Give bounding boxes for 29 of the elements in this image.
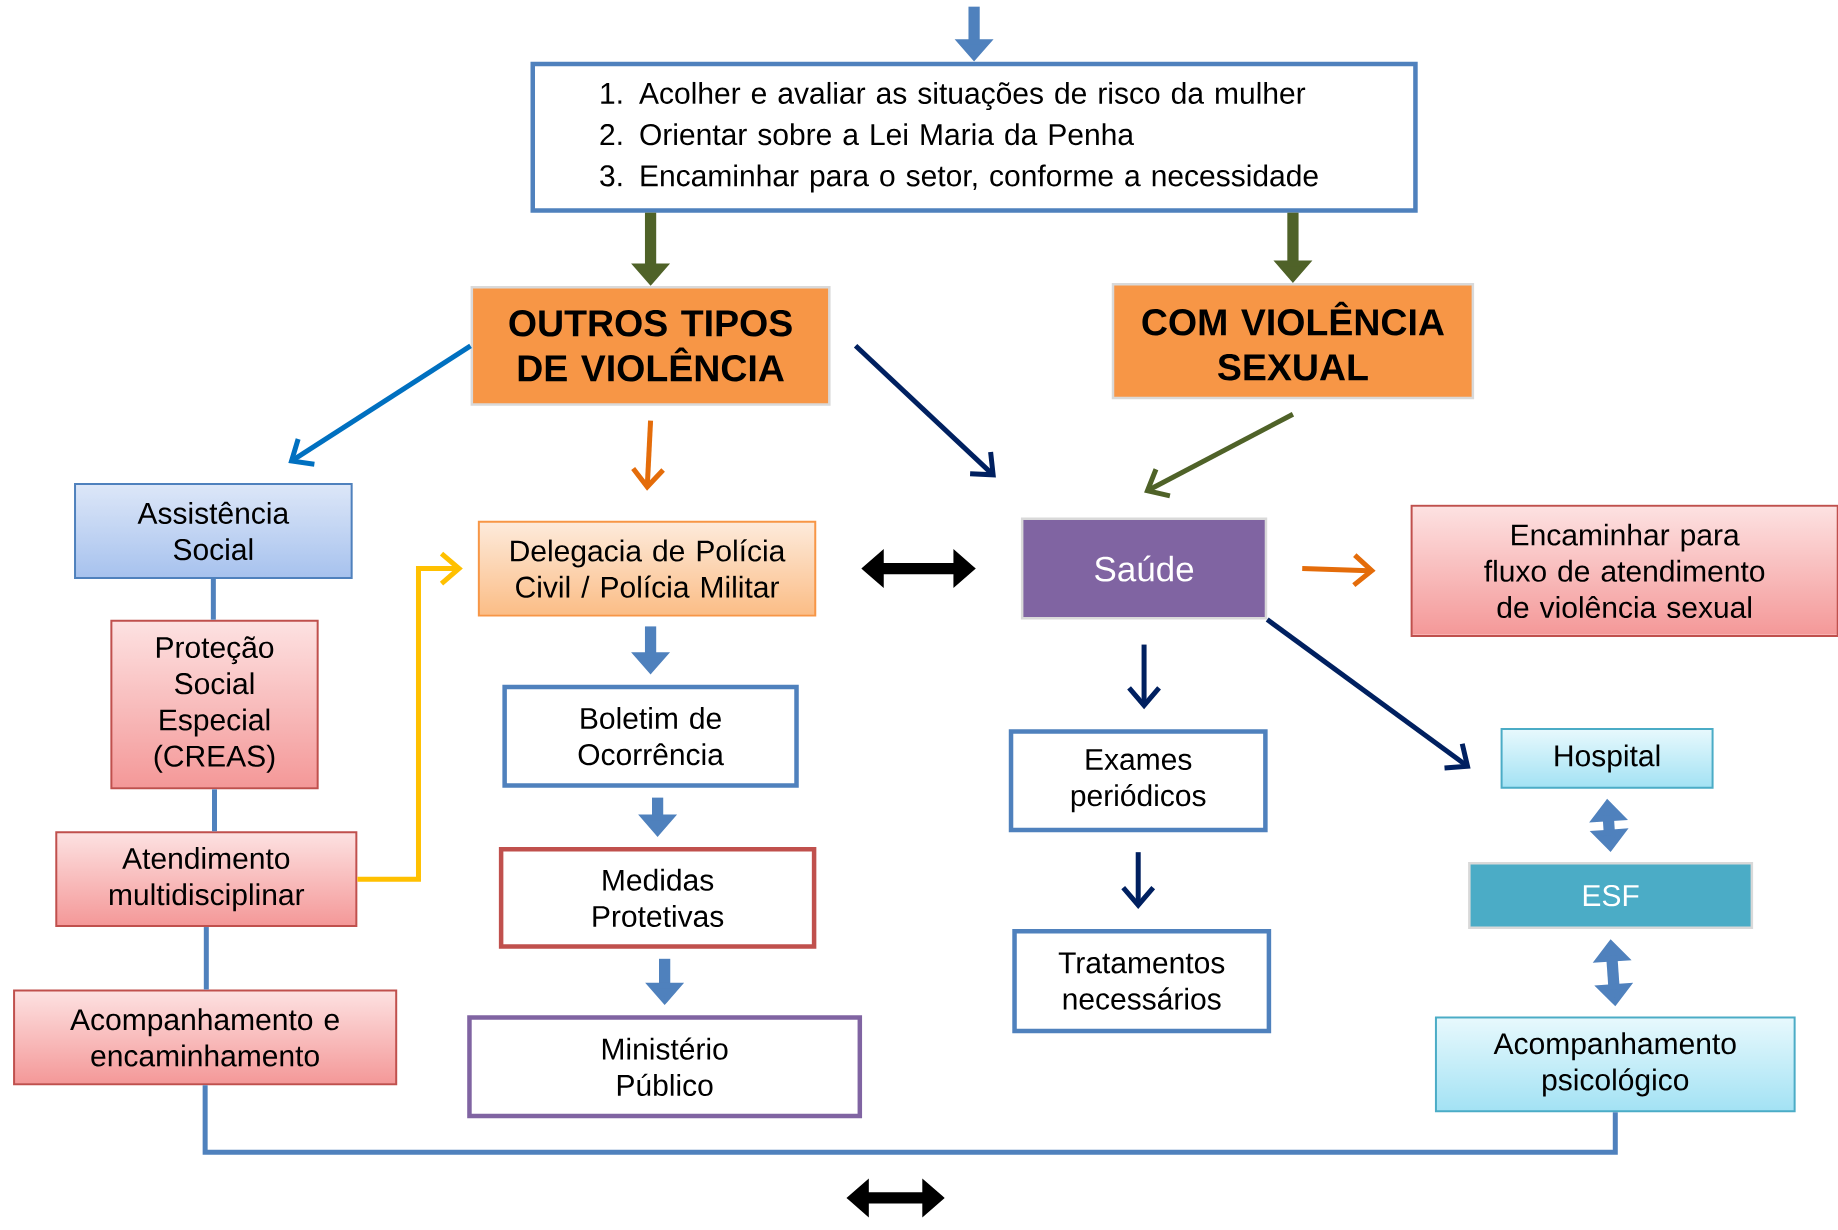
- process-box: Hospital: [1500, 728, 1714, 789]
- connector-line: [203, 927, 209, 990]
- process-box: Exames periódicos: [1008, 729, 1268, 833]
- category-box: OUTROS TIPOS DE VIOLÊNCIA: [470, 286, 831, 406]
- process-box: ESF: [1468, 862, 1754, 930]
- process-box: Proteção Social Especial (CREAS): [110, 619, 319, 790]
- process-box: Tratamentos necessários: [1012, 929, 1272, 1034]
- arrow: [631, 420, 665, 491]
- arrow: [288, 343, 472, 467]
- process-box: Ministério Público: [467, 1015, 863, 1119]
- process-box: Delegacia de Polícia Civil / Polícia Militar: [477, 520, 817, 617]
- arrow: [1265, 617, 1471, 771]
- process-box: Boletim de Ocorrência: [502, 684, 799, 788]
- process-box: Assistência Social: [74, 483, 353, 580]
- connector-line: [210, 579, 216, 620]
- process-box: Atendimento multidisciplinar: [55, 831, 358, 928]
- arrow: [853, 344, 996, 478]
- connector-line: [212, 789, 217, 832]
- arrow: [1144, 412, 1295, 499]
- process-box: Encaminhar para fluxo de atendimento de violência sexual: [1410, 505, 1838, 638]
- process-box: Acompanhamento psicológico: [1434, 1016, 1796, 1113]
- connector-line: [202, 1085, 1618, 1155]
- process-box: Medidas Protetivas: [498, 847, 817, 949]
- instruction-box: 1. Acolher e avaliar as situações de risco da mulher 2. Orientar sobre a Lei Maria da Penha 3. Encaminhar para o setor, conforme a necessidade: [530, 61, 1418, 213]
- arrow: [1302, 553, 1376, 588]
- process-box: Saúde: [1020, 517, 1268, 620]
- category-box: COM VIOLÊNCIA SEXUAL: [1111, 283, 1475, 400]
- arrow: [357, 551, 463, 882]
- process-box: Acompanhamento e encaminhamento: [13, 989, 398, 1086]
